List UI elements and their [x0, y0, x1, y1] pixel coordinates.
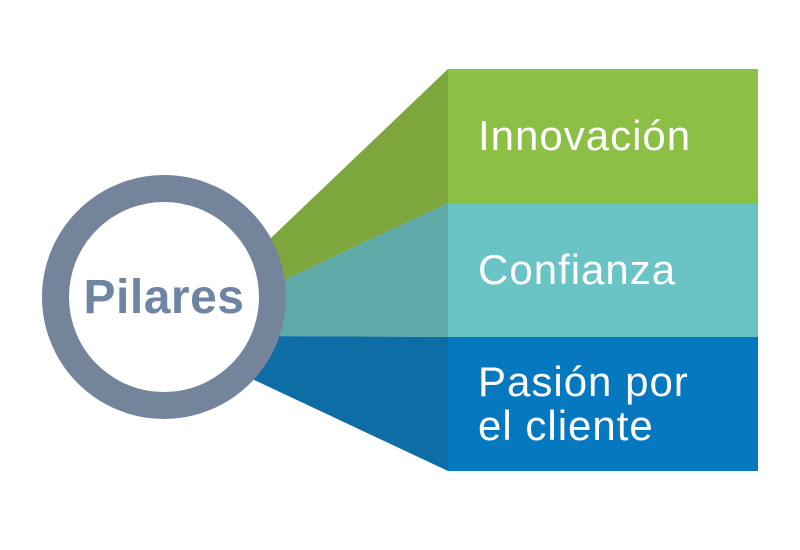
- connector-wedge-pasion: [250, 336, 448, 471]
- hub-circle: [42, 175, 286, 419]
- band-pasion: [448, 337, 758, 471]
- band-confianza: [448, 203, 758, 337]
- band-label-confianza: Confianza: [478, 245, 677, 293]
- connector-wedge-confianza: [250, 203, 448, 337]
- band-label-innovacion: Innovación: [478, 111, 692, 159]
- hub-title: Pilares: [83, 270, 245, 324]
- band-innovacion: [448, 69, 758, 203]
- band-label-pasion: Pasión por el cliente: [478, 357, 689, 449]
- connector-wedge-innovacion: [250, 69, 448, 296]
